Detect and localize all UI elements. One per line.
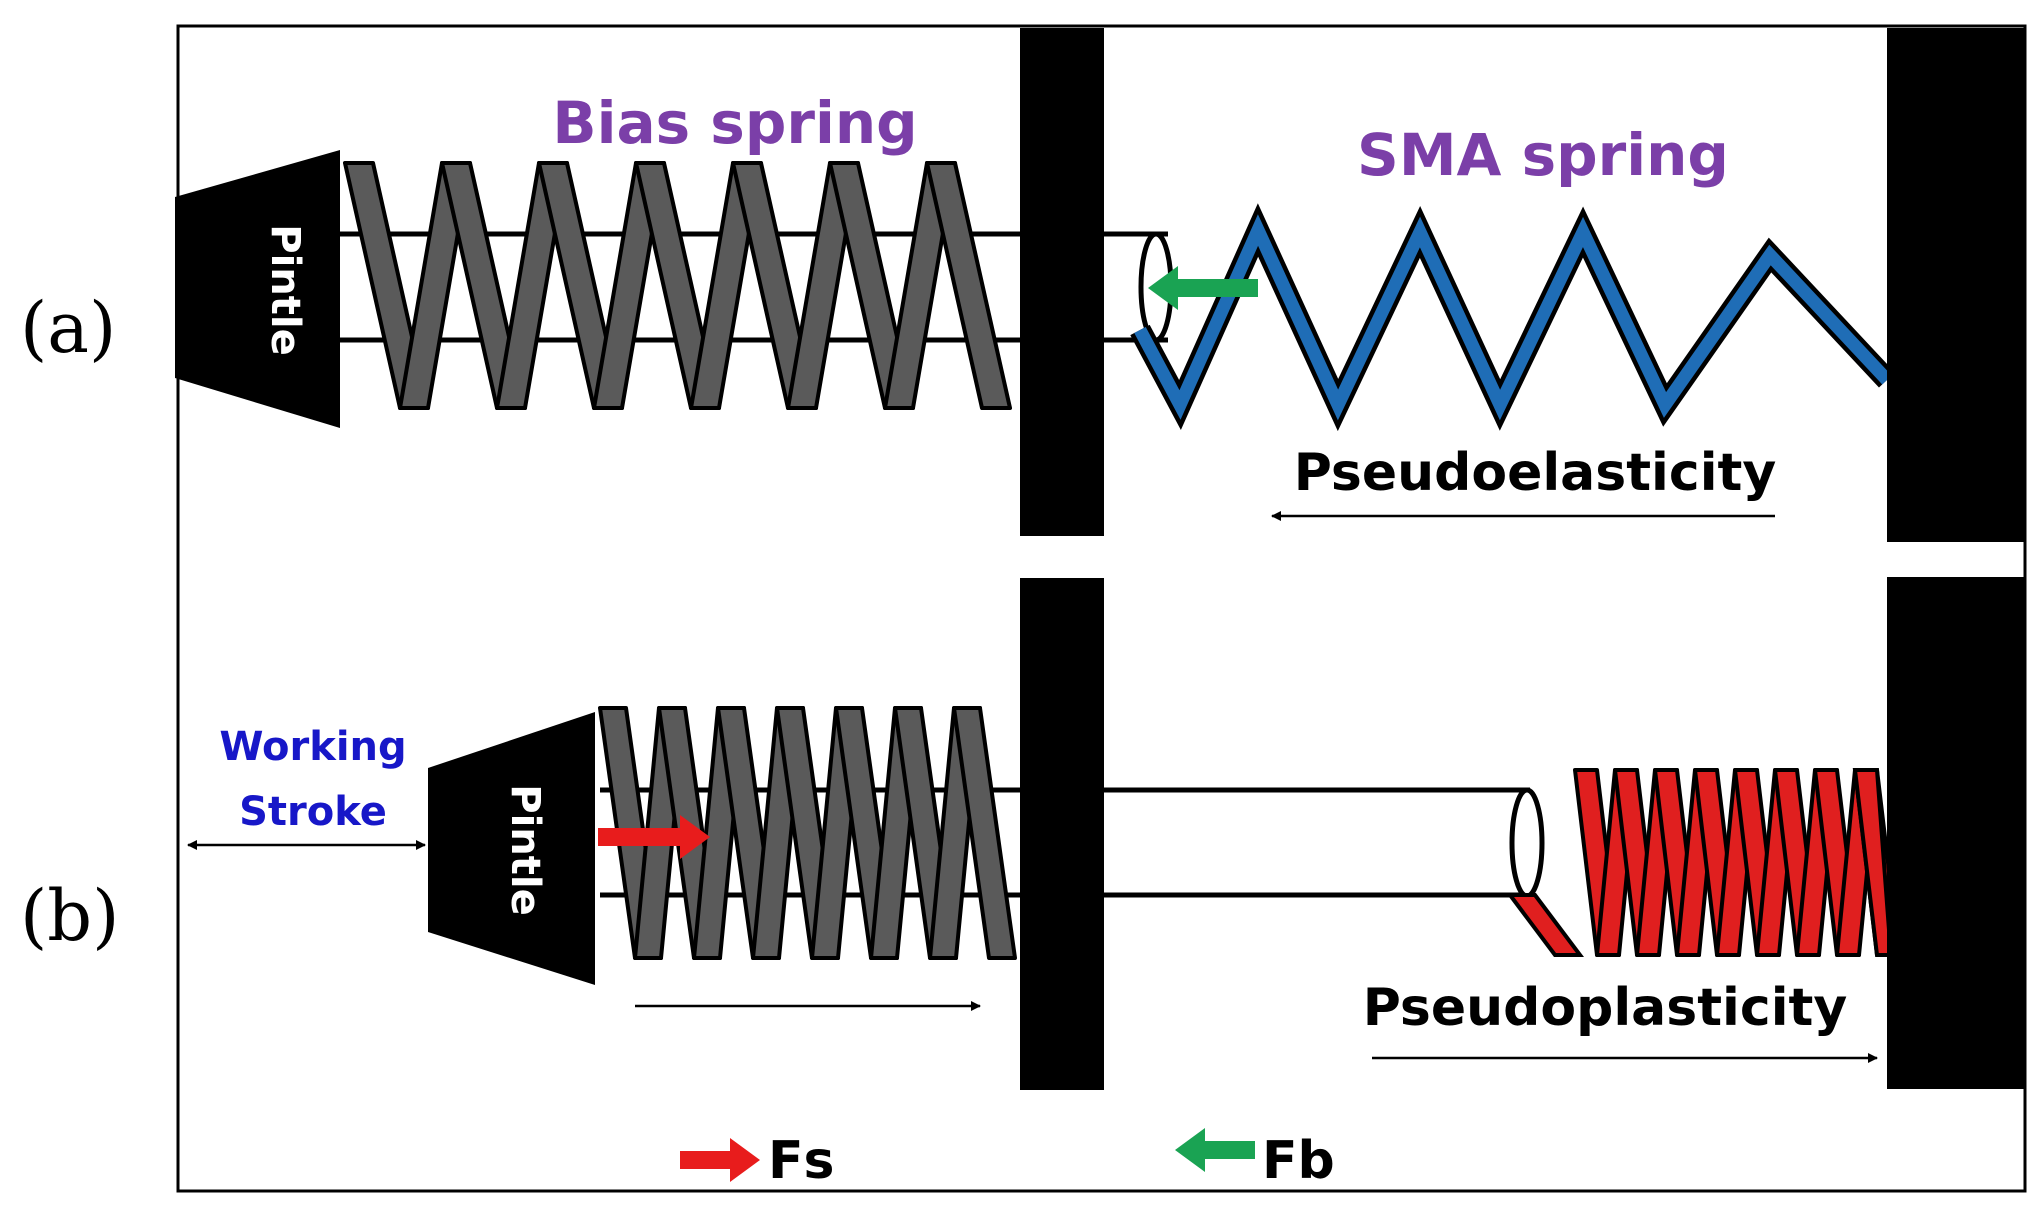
fb-arrow-a-shape xyxy=(1148,266,1258,310)
pintle-a-label: Pintle xyxy=(262,224,308,355)
bias-spring-a xyxy=(343,161,1012,410)
bias-a-turn-7 xyxy=(925,161,1012,410)
legend-fb-arrow-shape xyxy=(1175,1128,1255,1172)
middle-wall-b xyxy=(1020,578,1104,1090)
sma-a-band xyxy=(1134,214,1892,421)
legend-fs-arrow xyxy=(680,1138,760,1182)
fb-force-arrow-a xyxy=(1148,266,1258,310)
legend-fb-label: Fb xyxy=(1262,1131,1335,1191)
sma-spring-b xyxy=(1506,768,1901,957)
bias-spring-b xyxy=(598,706,1017,960)
working-stroke-label-1: Working xyxy=(219,724,406,770)
pseudoplasticity-label: Pseudoplasticity xyxy=(1363,978,1848,1038)
panel-b-tag: (b) xyxy=(20,875,119,957)
sma-spring-label: SMA spring xyxy=(1357,121,1729,189)
panel-a-tag: (a) xyxy=(20,287,116,369)
pseudoelasticity-label: Pseudoelasticity xyxy=(1294,443,1777,503)
rod-b-end xyxy=(1509,787,1545,899)
sma-spring-a xyxy=(1130,203,1896,432)
legend-fb-arrow xyxy=(1175,1128,1255,1172)
pintle-b xyxy=(428,712,595,985)
right-wall-a xyxy=(1887,28,2025,542)
pintle-a xyxy=(175,150,340,428)
bias-spring-label: Bias spring xyxy=(552,89,917,157)
legend-fs-label: Fs xyxy=(768,1131,834,1191)
working-stroke-label-2: Stroke xyxy=(239,789,387,835)
fs-force-arrow-b xyxy=(598,815,710,859)
sma-b-lead xyxy=(1506,893,1584,957)
pintle-b-label: Pintle xyxy=(502,784,548,915)
bias-b-turn-7 xyxy=(952,706,1017,960)
middle-wall-a xyxy=(1020,28,1104,536)
right-wall-b xyxy=(1887,577,2025,1089)
legend-fs-arrow-shape xyxy=(680,1138,760,1182)
fs-arrow-b-shape xyxy=(598,815,710,859)
